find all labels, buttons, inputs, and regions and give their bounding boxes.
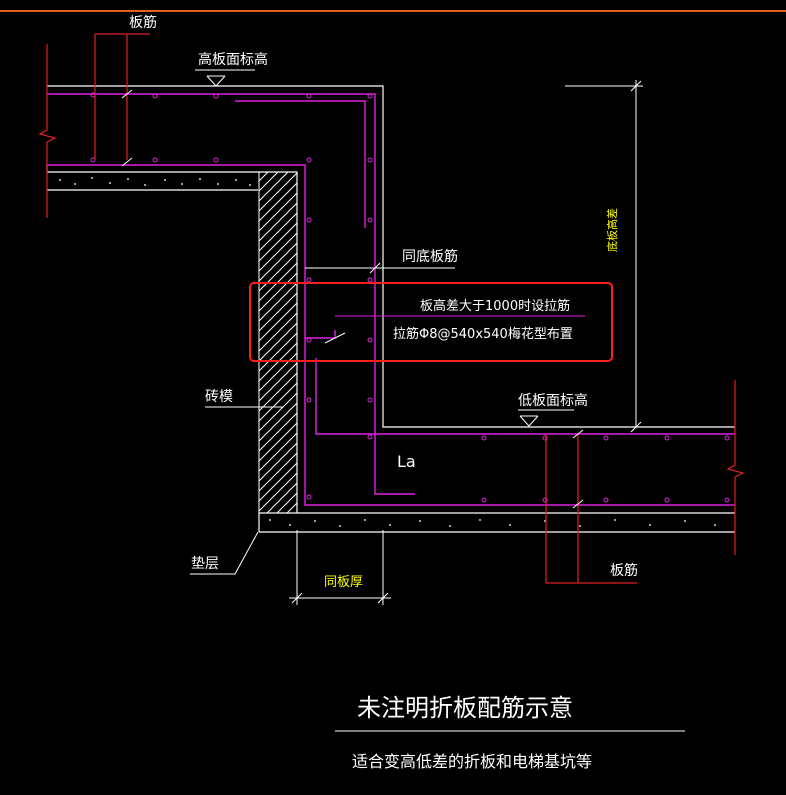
dimension-lines	[38, 33, 745, 584]
note-line-1: 板高差大于1000时设拉筋	[420, 299, 571, 314]
slab-thickness-dimension	[289, 530, 391, 605]
concrete-outline	[46, 85, 735, 533]
brick-mold-wall	[258, 171, 298, 514]
same-slab-thickness-label: 同板厚	[324, 575, 364, 590]
slab-rebar-label-top: 板筋	[129, 15, 157, 31]
bottom-elevation-difference-label: 底板高差	[606, 208, 619, 252]
note-line-2: 拉筋Φ8@540x540梅花型布置	[393, 327, 573, 342]
elevation-marker-low	[518, 409, 574, 427]
slab-rebar-label-bottom: 板筋	[610, 563, 638, 579]
brick-mold-label: 砖模	[205, 389, 233, 405]
cushion-label: 垫层	[191, 556, 219, 572]
la-label: La	[397, 452, 416, 471]
drawing-title: 未注明折板配筋示意	[357, 694, 573, 722]
drawing-subtitle: 适合变高低差的折板和电梯基坑等	[352, 752, 593, 771]
same-bottom-rebar-label: 同底板筋	[402, 249, 458, 265]
high-slab-top-elevation-label: 高板面标高	[198, 52, 268, 68]
note-highlight-box	[249, 282, 613, 362]
rebar-dots	[90, 92, 730, 503]
elevation-marker-high	[195, 69, 255, 87]
low-slab-top-elevation-label: 低板面标高	[518, 393, 588, 409]
bottom-elevation-dimension	[565, 80, 643, 433]
cushion-strip-upper	[59, 177, 251, 186]
cushion-strip-lower	[269, 519, 716, 527]
dimension-ticks	[121, 89, 584, 509]
rebar-lines	[47, 93, 735, 506]
leader-lines	[190, 262, 455, 575]
